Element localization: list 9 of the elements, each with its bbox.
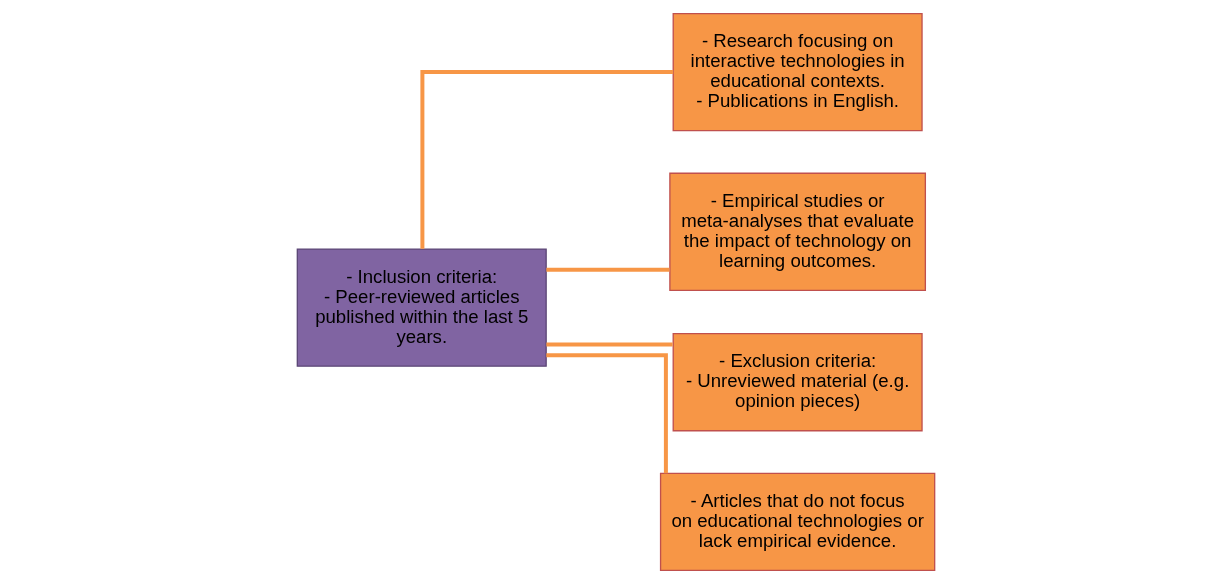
connector (546, 342, 673, 347)
node-box: - Exclusion criteria: - Unreviewed material (e.g. opinion pieces) (672, 332, 923, 432)
connector (546, 353, 668, 474)
node-box: - Empirical studies or meta-analyses that evaluate the impact of technology on learning outcomes. (669, 172, 927, 291)
connector (420, 70, 674, 249)
node-box: - Research focusing on interactive technologies in educational contexts. - Publications in English. (672, 12, 923, 132)
node-box: - Articles that do not focus on educational technologies or lack empirical evidence. (659, 472, 936, 572)
node-box: - Inclusion criteria: - Peer-reviewed articles published within the last 5 years. (296, 248, 547, 367)
connector (546, 267, 670, 272)
